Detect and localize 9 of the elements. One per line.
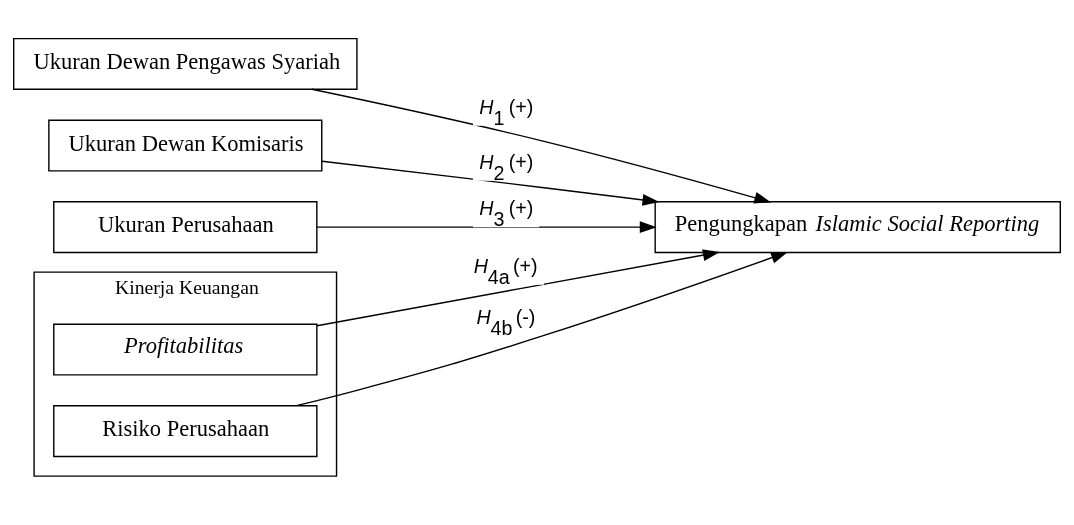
node-box: Risiko Perusahaan bbox=[53, 404, 318, 457]
node-box: Ukuran Dewan Komisaris bbox=[48, 119, 323, 172]
node-box: Pengungkapan Islamic Social Reporting bbox=[654, 200, 1061, 253]
node-box: Ukuran Dewan Pengawas Syariah bbox=[13, 37, 358, 90]
node-box: Profitabilitas bbox=[53, 323, 318, 376]
node-box: Ukuran Perusahaan bbox=[53, 200, 318, 253]
arrow bbox=[316, 220, 657, 233]
arrow bbox=[311, 88, 772, 203]
arrow bbox=[321, 160, 660, 206]
